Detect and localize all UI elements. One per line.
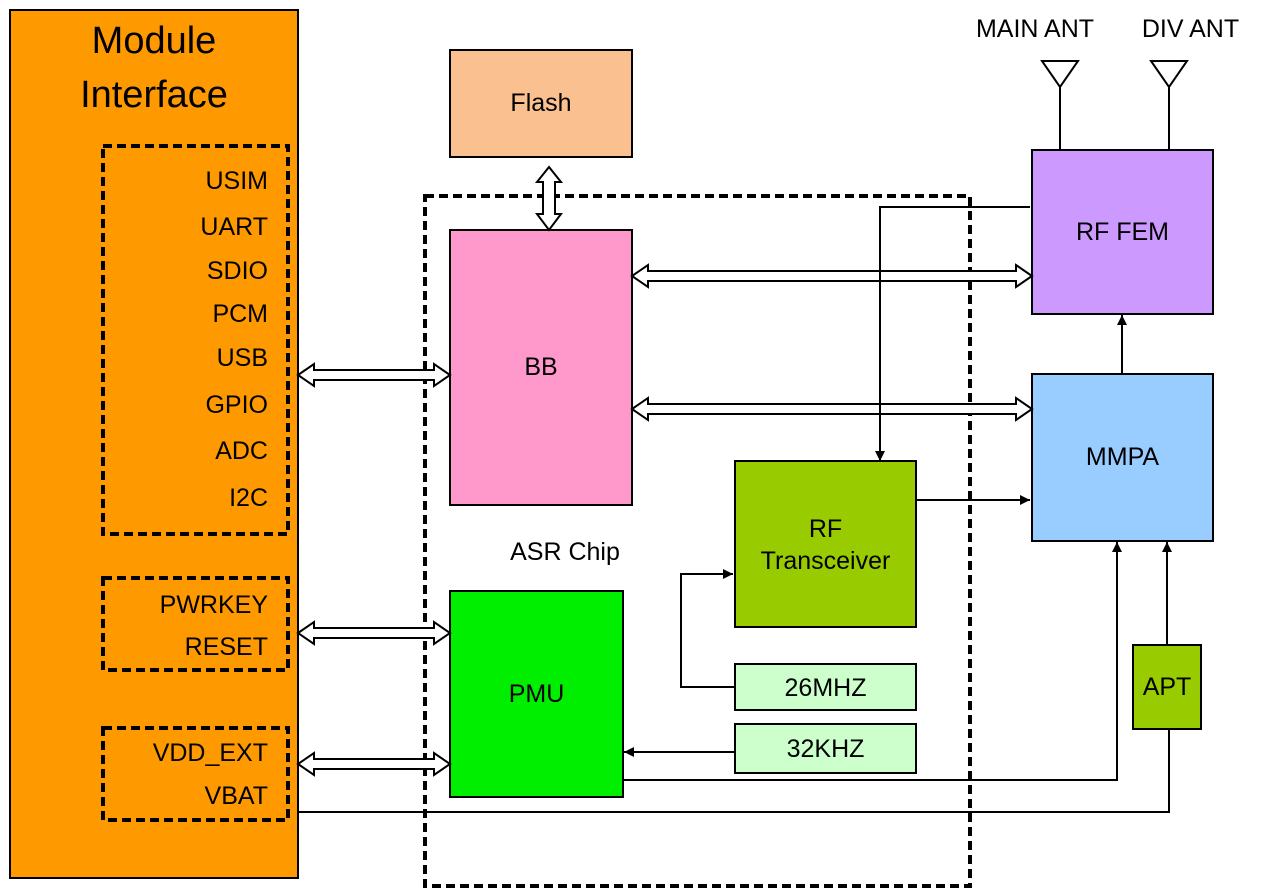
signal-pwrkey: PWRKEY (159, 591, 268, 619)
pwrkey-pmu-bus-arrow (296, 620, 452, 646)
signal-pcm: PCM (212, 300, 268, 328)
signal-uart: UART (200, 213, 268, 241)
osc26-label: 26MHZ (784, 674, 867, 702)
signal-sdio: SDIO (206, 257, 268, 285)
pmu-to-mmpa-arrow (623, 542, 1122, 781)
apt-label: APT (1142, 673, 1192, 701)
osc26-to-rf-transceiver-arrow (680, 569, 735, 688)
signal-i2c: I2C (229, 484, 268, 512)
osc32-label: 32KHZ (786, 735, 865, 763)
power-supply-group-box (101, 726, 290, 822)
rf-transceiver-block (734, 460, 917, 628)
oscillator-26mhz-block (734, 663, 917, 711)
signal-reset: RESET (184, 633, 268, 661)
signal-usim: USIM (205, 167, 269, 195)
flash-label: Flash (510, 89, 572, 117)
asr-chip-boundary (423, 194, 972, 888)
power-key-group-box (101, 576, 290, 672)
bb-block (449, 229, 633, 506)
module-interface-panel (9, 9, 299, 879)
div-antenna-icon (1149, 60, 1189, 150)
module-title-line1: Module (91, 20, 217, 62)
signal-usb: USB (216, 344, 268, 372)
oscillator-32khz-block (734, 723, 917, 774)
asr-chip-label: ASR Chip (510, 538, 620, 566)
mmpa-label: MMPA (1085, 443, 1160, 471)
mmpa-block (1031, 373, 1214, 542)
bb-mmpa-bus-arrow (630, 396, 1034, 422)
main-antenna-label: MAIN ANT (975, 15, 1095, 43)
signal-vbat: VBAT (204, 782, 268, 810)
main-antenna-icon (1040, 60, 1080, 150)
bb-label: BB (524, 353, 558, 381)
vbat-to-apt-line (298, 729, 1170, 813)
rf-transceiver-label-line1: RF (808, 515, 843, 543)
rf-fem-label: RF FEM (1075, 218, 1170, 246)
interface-group-box (101, 144, 290, 536)
rffem-to-rf-transceiver-arrow (875, 206, 1030, 461)
signal-vdd-ext: VDD_EXT (152, 739, 268, 767)
vbat-pmu-bus-arrow (296, 751, 452, 777)
flash-bb-bus-arrow (534, 165, 564, 232)
apt-block (1132, 644, 1202, 730)
rf-fem-block (1031, 149, 1214, 315)
pmu-block (449, 590, 624, 798)
interface-bb-bus-arrow (296, 362, 452, 388)
signal-adc: ADC (215, 437, 268, 465)
rf-transceiver-label-line2: Transceiver (760, 547, 891, 575)
bb-rffem-bus-arrow (630, 263, 1034, 289)
flash-block (449, 49, 633, 158)
module-title-line2: Interface (80, 74, 228, 116)
pmu-label: PMU (508, 680, 565, 708)
signal-gpio: GPIO (205, 391, 268, 419)
div-antenna-label: DIV ANT (1141, 15, 1240, 43)
